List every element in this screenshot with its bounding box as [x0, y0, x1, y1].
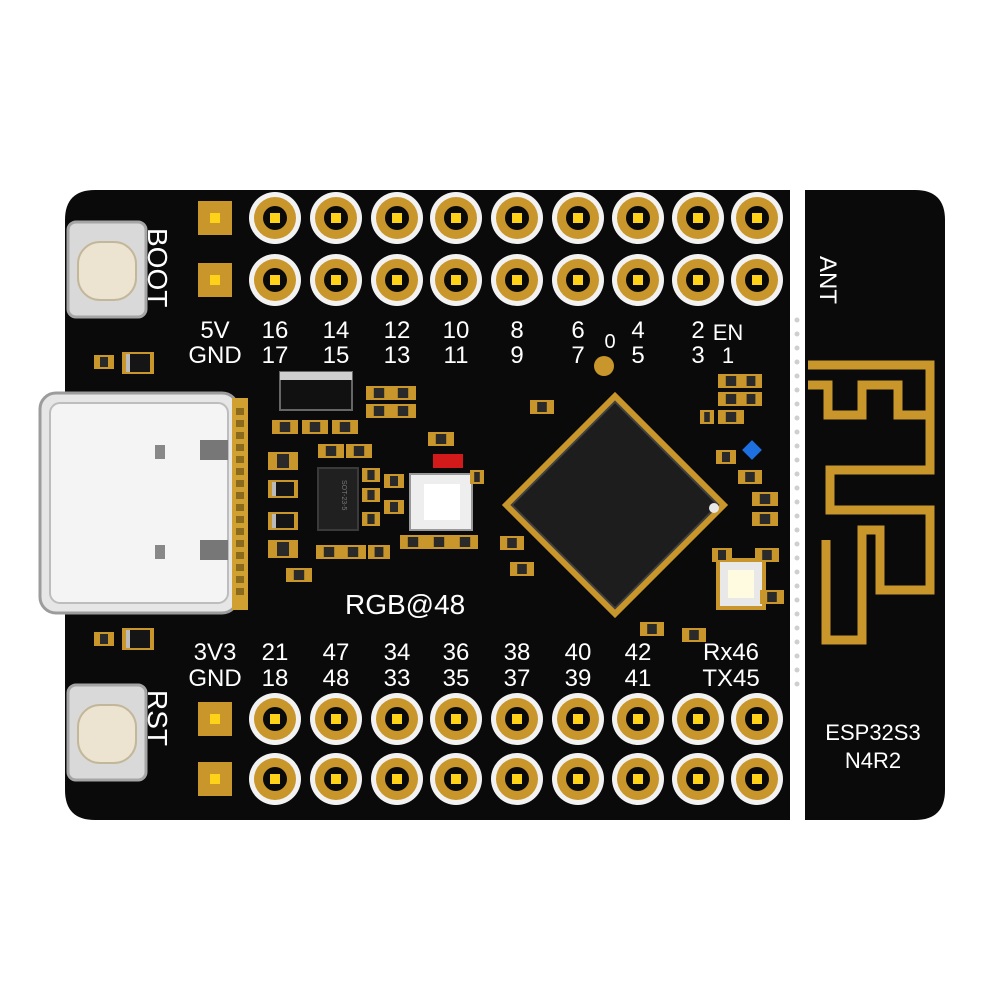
board-gap: [790, 190, 805, 820]
red-led: [433, 454, 463, 468]
rst-label: RST: [142, 690, 173, 746]
pin-label: 3: [691, 342, 704, 369]
header-pins: [198, 192, 783, 805]
pin-label: 36: [443, 639, 470, 666]
pin-label: GND: [188, 342, 241, 369]
rgb-led: [409, 473, 473, 531]
pin-label: 10: [443, 317, 470, 344]
pin-label: 5: [631, 342, 644, 369]
pin-label: 15: [323, 342, 350, 369]
antenna-via-row: [794, 317, 800, 687]
pin-label: 47: [323, 639, 350, 666]
pin-label: 42: [625, 639, 652, 666]
diode-band: [280, 372, 352, 380]
en-label: EN: [713, 320, 744, 345]
pin-label: 37: [504, 665, 531, 692]
pin-0-label: 0: [604, 331, 615, 353]
pin-label: 17: [262, 342, 289, 369]
regulator-marking: SOT-23-5: [340, 480, 347, 510]
usb-c-connector: [38, 391, 248, 615]
fiducial-mark: [594, 356, 614, 376]
antenna-label: ANT: [814, 256, 841, 304]
pin-label: 38: [504, 639, 531, 666]
pin-label: TX45: [702, 665, 759, 692]
pin-label: 4: [631, 317, 644, 344]
pin-label: 16: [262, 317, 289, 344]
pin-label: 6: [571, 317, 584, 344]
pin-label: 39: [565, 665, 592, 692]
chip-pin1-dot: [709, 503, 719, 513]
boot-button-graphic: [66, 220, 148, 319]
pin-label: 21: [262, 639, 289, 666]
module-variant: N4R2: [845, 748, 901, 773]
pin-label: 40: [565, 639, 592, 666]
rgb-label: RGB@48: [345, 589, 465, 620]
usb-c-pins: [236, 408, 244, 595]
pin-label: 8: [510, 317, 523, 344]
blue-led: [742, 440, 762, 460]
module-name: ESP32S3: [825, 720, 920, 745]
pin-label: Rx46: [703, 639, 759, 666]
pin-label: 7: [571, 342, 584, 369]
regulator-chip: [317, 467, 359, 531]
pin-label: 33: [384, 665, 411, 692]
pin-label: GND: [188, 665, 241, 692]
rst-button-graphic: [66, 683, 148, 782]
esp32-chip: [501, 391, 729, 619]
boot-label: BOOT: [142, 228, 173, 307]
pin-label: 3V3: [194, 639, 237, 666]
pin-label: 5V: [200, 317, 229, 344]
pin-label: 48: [323, 665, 350, 692]
antenna-trace: [808, 360, 935, 645]
pin-label: 41: [625, 665, 652, 692]
pin-label: 2: [691, 317, 704, 344]
white-led: [716, 558, 766, 610]
pin-label: 11: [444, 342, 469, 369]
antenna-module: [805, 190, 945, 820]
pin-label: 35: [443, 665, 470, 692]
pin-label: 14: [323, 317, 350, 344]
pin-label: 34: [384, 639, 411, 666]
pin-1-label: 1: [722, 343, 734, 368]
pin-label: 12: [384, 317, 411, 344]
pin-label: 18: [262, 665, 289, 692]
pin-label: 13: [384, 342, 411, 369]
pin-label: 9: [510, 342, 523, 369]
smd-components: [94, 352, 784, 650]
